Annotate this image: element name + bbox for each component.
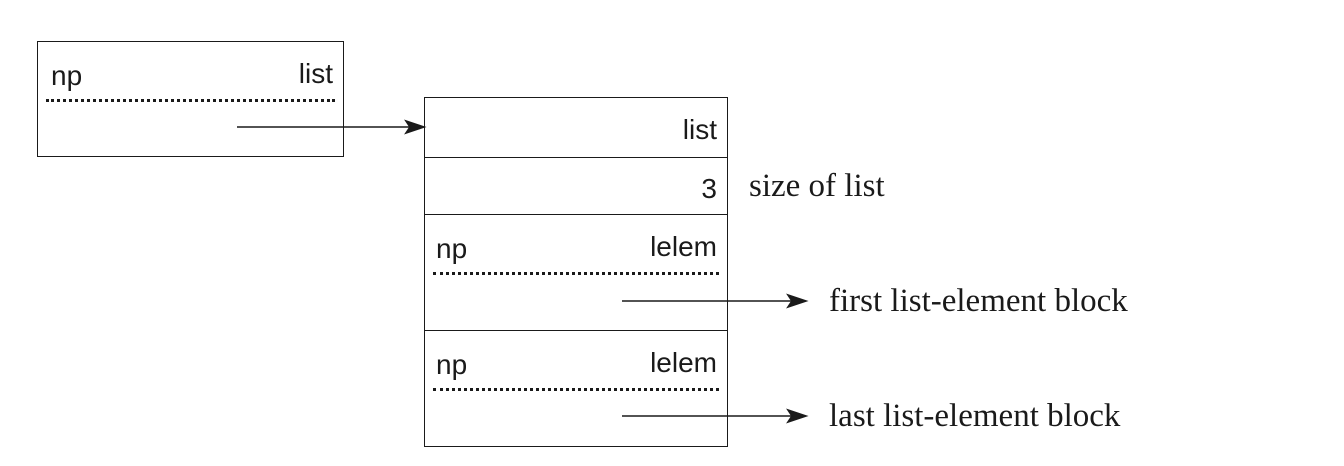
list-header-label: list — [682, 114, 717, 145]
list-element-lelem-label: lelem — [650, 231, 717, 262]
last-element-arrow-head — [786, 408, 809, 424]
list-element-divider — [433, 272, 719, 275]
list-element-lelem-label: lelem — [650, 347, 717, 378]
pointer-block: np list — [37, 41, 344, 157]
list-element-np-label: np — [436, 233, 468, 264]
pointer-block-np-label: np — [51, 60, 83, 91]
list-block: list 3 np lelem np lelem — [424, 97, 728, 447]
pointer-block-divider — [46, 99, 335, 102]
size-note-label: size of list — [749, 168, 885, 204]
list-element-cell: np lelem — [425, 330, 727, 446]
first-element-target-label: first list-element block — [829, 283, 1128, 319]
list-header-cell: list — [425, 98, 727, 157]
list-element-divider — [433, 388, 719, 391]
list-size-cell: 3 — [425, 157, 727, 214]
list-size-value: 3 — [701, 173, 717, 204]
pointer-block-list-label: list — [298, 58, 333, 89]
pointer-arrow-head — [404, 119, 427, 135]
last-element-target-label: last list-element block — [829, 398, 1121, 434]
first-element-arrow-head — [786, 293, 809, 309]
list-element-np-label: np — [436, 349, 468, 380]
list-element-cell: np lelem — [425, 214, 727, 330]
